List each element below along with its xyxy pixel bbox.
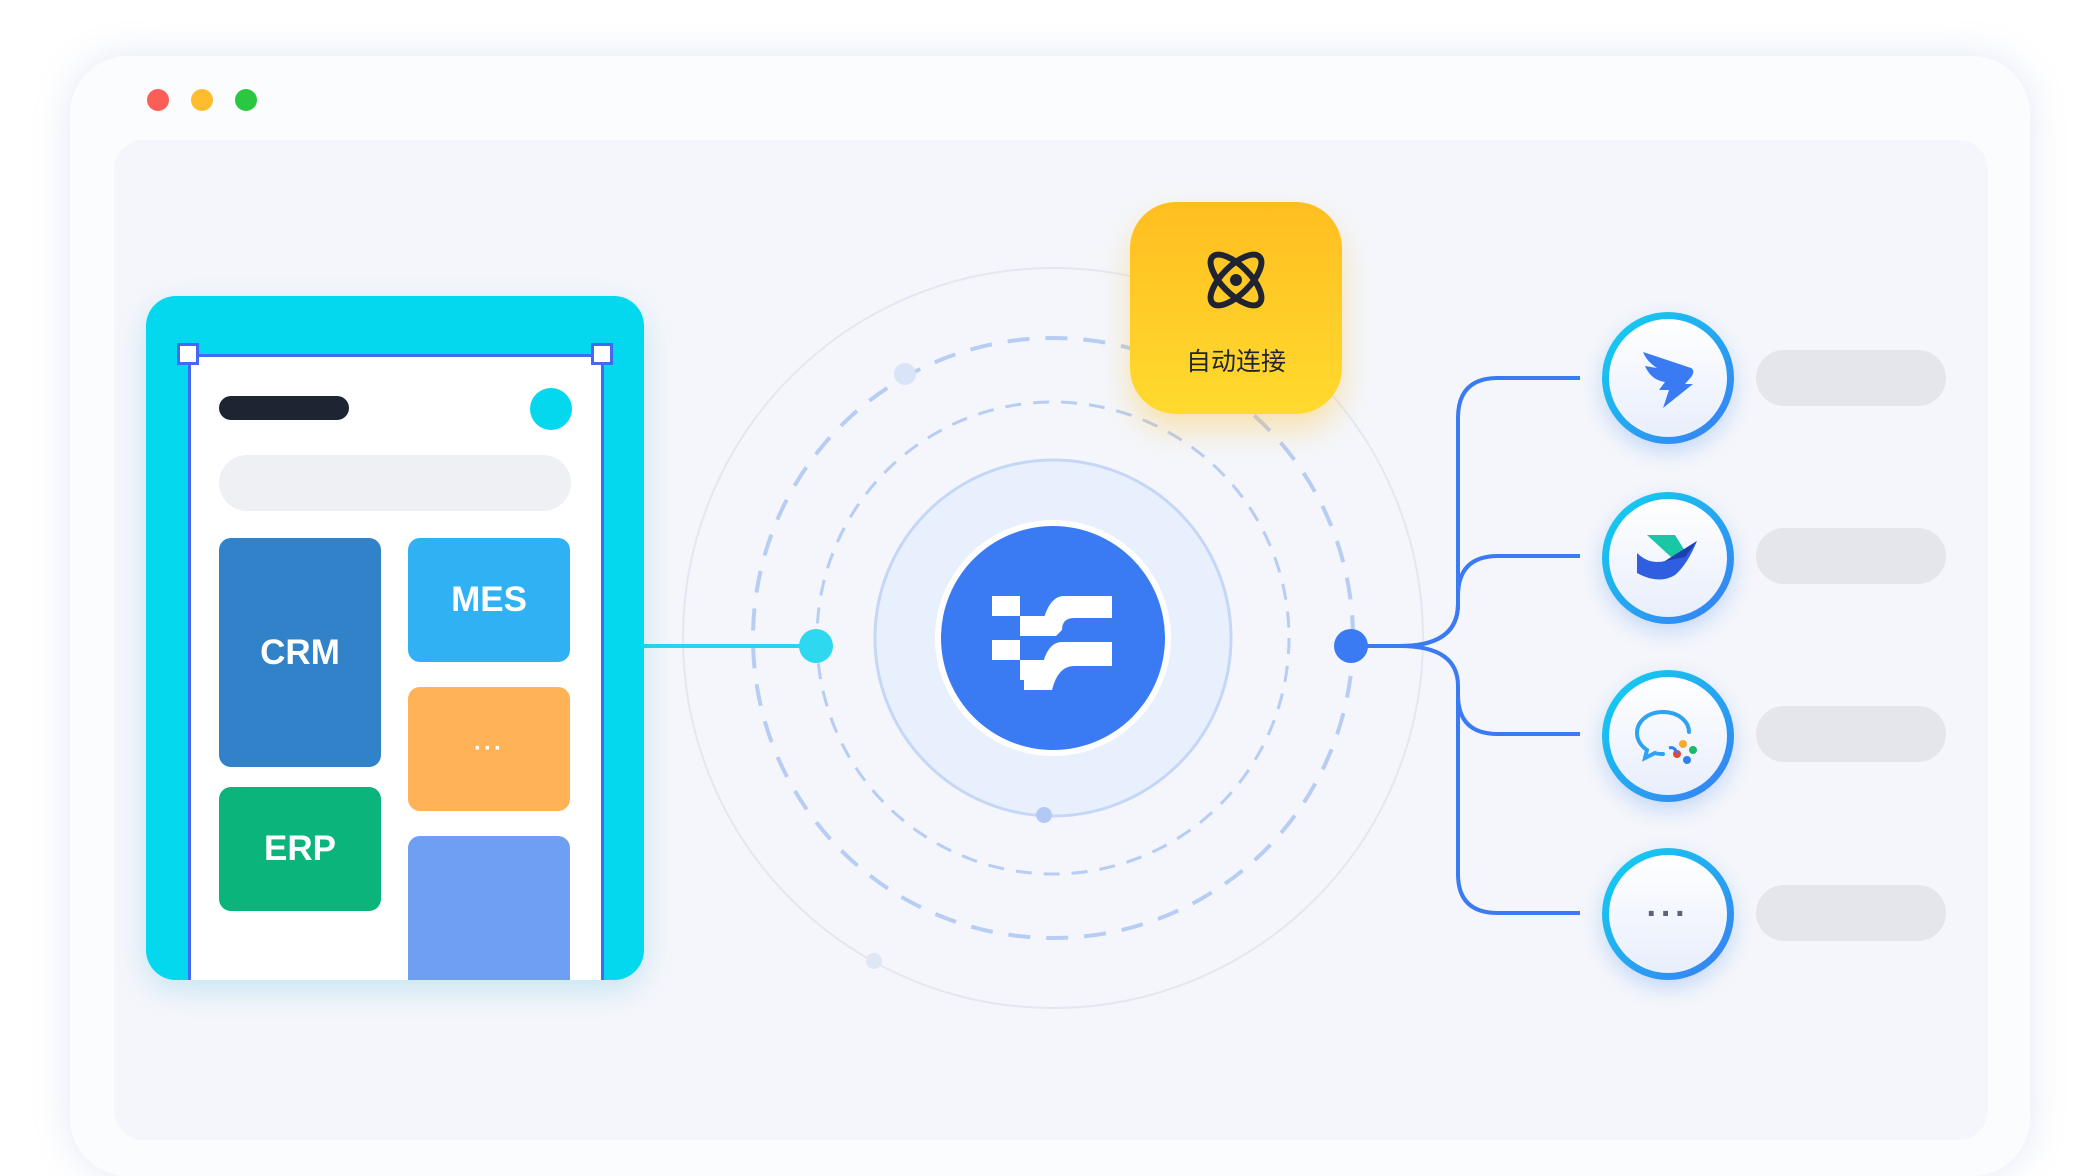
tile-more-label: ···	[474, 735, 504, 762]
integration-dingtalk-placeholder	[1756, 350, 1946, 406]
tile-blank[interactable]	[408, 836, 570, 980]
auto-connect-label: 自动连接	[1185, 348, 1286, 376]
integration-wecom[interactable]	[1602, 670, 1734, 802]
atom-icon	[1207, 251, 1265, 309]
integration-wecom-placeholder	[1756, 706, 1946, 762]
tile-mes-label: MES	[451, 580, 527, 619]
orbit-dot	[1036, 807, 1052, 823]
left-connector-node	[799, 629, 833, 663]
tile-more[interactable]: ···	[408, 687, 570, 811]
feishu-icon	[1637, 535, 1697, 580]
orbit-dot	[894, 363, 916, 385]
integration-feishu[interactable]	[1602, 492, 1734, 624]
wecom-icon	[1634, 710, 1697, 764]
integration-more[interactable]: ···	[1602, 848, 1734, 980]
integration-more-placeholder	[1756, 885, 1946, 941]
hub-logo-icon	[992, 596, 1112, 690]
resize-handle-top-left[interactable]	[177, 343, 199, 365]
tile-crm-label: CRM	[260, 632, 340, 672]
phone-search-bar[interactable]	[219, 455, 571, 511]
auto-connect-badge[interactable]	[1130, 202, 1342, 414]
window-close-button[interactable]	[147, 89, 169, 111]
tile-mes[interactable]: MES	[408, 538, 570, 662]
phone-title-bar	[219, 396, 349, 420]
hub-circle	[941, 526, 1165, 750]
integration-dingtalk[interactable]	[1602, 312, 1734, 444]
tile-crm[interactable]: CRM	[219, 538, 381, 767]
integration-feishu-placeholder	[1756, 528, 1946, 584]
outer-orbit	[682, 267, 1424, 1009]
right-branch-lines	[1351, 376, 1580, 915]
dingtalk-icon	[1643, 352, 1694, 408]
window-minimize-button[interactable]	[191, 89, 213, 111]
window-maximize-button[interactable]	[235, 89, 257, 111]
tile-erp-label: ERP	[264, 829, 336, 868]
orbit-dot	[866, 953, 882, 969]
phone-avatar[interactable]	[530, 388, 572, 430]
resize-handle-top-right[interactable]	[591, 343, 613, 365]
more-icon: ···	[1646, 895, 1690, 933]
tile-erp[interactable]: ERP	[219, 787, 381, 911]
integration-diagram	[644, 267, 1580, 1009]
